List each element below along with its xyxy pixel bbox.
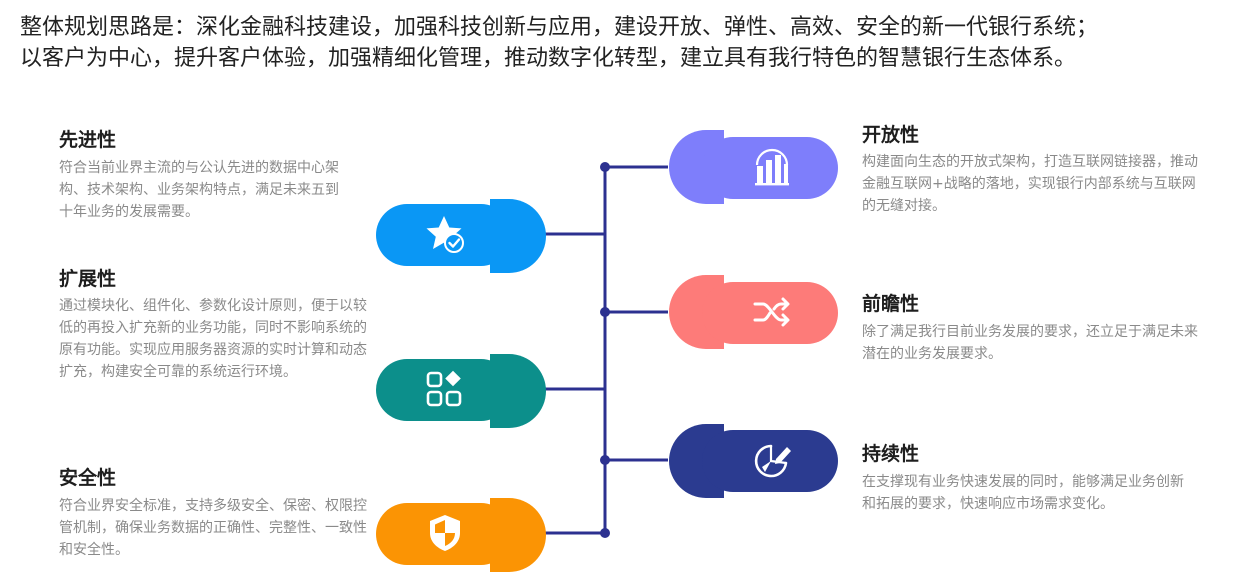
title-advanced: 先进性	[59, 129, 117, 151]
title-scalability: 扩展性	[59, 268, 117, 290]
shuffle-icon	[753, 297, 790, 327]
bar-chart-icon	[755, 148, 789, 186]
header: 整体规划思路是：深化金融科技建设，加强科技创新与应用，建设开放、弹性、高效、安全…	[20, 12, 1230, 74]
title-security: 安全性	[59, 467, 117, 489]
desc-openness: 构建面向生态的开放式架构，打造互联网链接器，推动金融互联网+战略的落地，实现银行…	[862, 154, 1198, 214]
pill-foresight	[669, 275, 838, 349]
pie-edit-icon	[754, 444, 791, 478]
title-openness: 开放性	[862, 124, 920, 146]
header-line-1: 整体规划思路是：深化金融科技建设，加强科技创新与应用，建设开放、弹性、高效、安全…	[20, 15, 1099, 40]
pill-advanced	[376, 199, 546, 273]
title-foresight: 前瞻性	[862, 293, 920, 315]
desc-security: 符合业界安全标准，支持多级安全、保密、权限控管机制，确保业务数据的正确性、完整性…	[59, 498, 367, 558]
connectors	[545, 162, 668, 538]
node-dot	[600, 528, 610, 538]
star-check-icon	[426, 216, 464, 253]
desc-sustainability: 在支撑现有业务快速发展的同时，能够满足业务创新和拓展的要求，快速响应市场需求变化…	[862, 474, 1184, 512]
desc-foresight: 除了满足我行目前业务发展的要求，还立足于满足未来潜在的业务发展要求。	[862, 324, 1198, 362]
pill-cap	[490, 498, 546, 572]
pill-security	[376, 498, 546, 572]
pill-body	[376, 359, 512, 421]
pill-cap	[490, 354, 546, 428]
pill-cap	[490, 199, 546, 273]
pill-sustainability	[669, 424, 838, 498]
shield-icon	[430, 515, 460, 551]
desc-scalability: 通过模块化、组件化、参数化设计原则，便于以较低的再投入扩充新的业务功能，同时不影…	[59, 298, 367, 380]
pill-openness	[669, 130, 838, 204]
node-dot	[600, 162, 610, 172]
node-dot	[600, 455, 610, 465]
desc-advanced: 符合当前业界主流的与公认先进的数据中心架构、技术架构、业务架构特点，满足未来五到…	[59, 160, 339, 220]
title-sustainability: 持续性	[862, 443, 920, 465]
pill-scalability	[376, 354, 546, 428]
header-line-2: 以客户为中心，提升客户体验，加强精细化管理，推动数字化转型，建立具有我行特色的智…	[20, 46, 1077, 71]
node-dot	[600, 307, 610, 317]
